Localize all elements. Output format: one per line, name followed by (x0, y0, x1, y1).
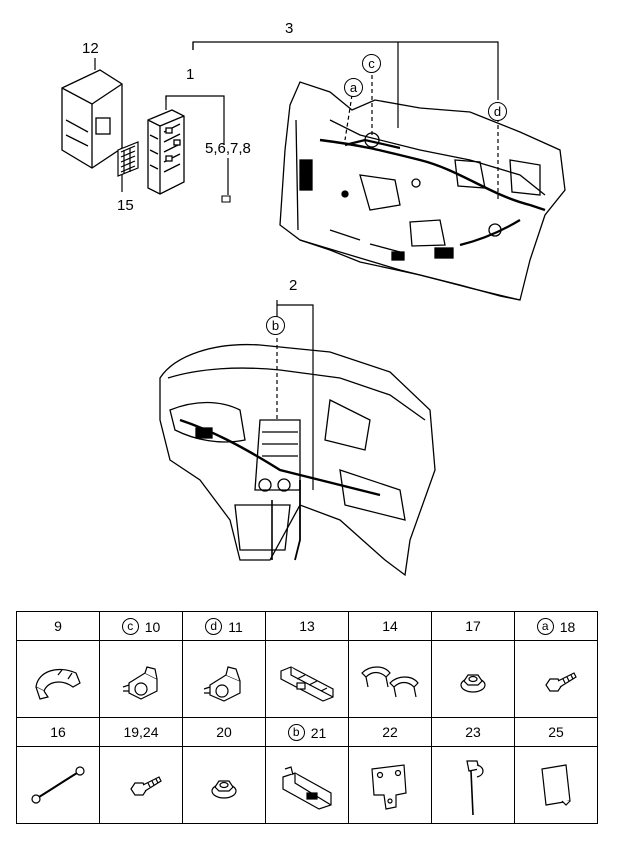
callout-5-6-7-8: 5,6,7,8 (205, 140, 251, 157)
part-number: 23 (465, 724, 481, 740)
flange-nut-icon (211, 780, 237, 799)
part-number: 10 (144, 618, 161, 635)
part-20-cell (182, 746, 266, 824)
ground-strap-icon (31, 766, 85, 804)
bolt-icon (130, 776, 162, 796)
part-21-cell (265, 746, 349, 824)
flange-nut-icon (460, 674, 486, 693)
pad-plate-icon (541, 764, 571, 806)
part-number: 11 (228, 618, 243, 635)
part-21-header: b 21 (265, 717, 349, 747)
bolt-icon (545, 672, 577, 692)
part-19-24-cell (99, 746, 183, 824)
parts-image-row-2 (16, 746, 598, 824)
part-18-header: a 18 (514, 611, 598, 641)
part-number: 17 (465, 618, 481, 634)
fuse-panel-15 (117, 141, 139, 177)
part-number: 13 (299, 618, 315, 634)
part-14-cell (348, 640, 432, 718)
callout-1: 1 (186, 66, 195, 83)
leader-2 (276, 300, 314, 490)
part-19-24-header: 19,24 (99, 717, 183, 747)
parts-table: 9 c 10 d 11 13 14 17 a 18 (16, 611, 598, 824)
part-17-header: 17 (431, 611, 515, 641)
protector-bracket-icon (280, 666, 334, 702)
part-16-cell (16, 746, 100, 824)
part-11-cell (182, 640, 266, 718)
circle-a: a (536, 618, 554, 635)
dash-panel-upper (279, 81, 566, 301)
grommet-connector-icon (203, 666, 241, 702)
circle-d: d (488, 102, 507, 121)
part-number: 19,24 (123, 724, 159, 740)
part-9-header: 9 (16, 611, 100, 641)
part-18-cell (514, 640, 598, 718)
part-13-header: 13 (265, 611, 349, 641)
part-number: 25 (548, 724, 564, 740)
parts-header-row-1: 9 c 10 d 11 13 14 17 a 18 (16, 611, 598, 641)
part-10-cell (99, 640, 183, 718)
part-17-cell (431, 640, 515, 718)
part-22-header: 22 (348, 717, 432, 747)
part-25-header: 25 (514, 717, 598, 747)
part-number: 20 (216, 724, 232, 740)
parts-image-row-1 (16, 640, 598, 718)
part-20-header: 20 (182, 717, 266, 747)
part-23-header: 23 (431, 717, 515, 747)
circle-a: a (344, 78, 363, 97)
instrument-panel-lower (159, 343, 436, 577)
part-23-cell (431, 746, 515, 824)
callout-3: 3 (285, 20, 294, 37)
part-number: 14 (382, 618, 398, 634)
part-14-header: 14 (348, 611, 432, 641)
cable-tie-icon (466, 760, 484, 816)
callout-15: 15 (117, 197, 134, 214)
part-25-cell (514, 746, 598, 824)
circle-b: b (266, 316, 285, 335)
part-number: 22 (382, 724, 398, 740)
callout-2: 2 (289, 277, 298, 294)
grommet-connector-icon (122, 666, 158, 700)
wiring-diagram: 3 1 12 15 5,6,7,8 2 c a d b (61, 20, 566, 577)
junction-box-1 (147, 109, 185, 195)
circle-c: c (362, 54, 381, 73)
part-13-cell (265, 640, 349, 718)
part-number: 18 (559, 618, 576, 635)
mounting-bracket-icon (371, 764, 407, 810)
relay-box-cover-12 (61, 69, 123, 169)
parts-header-row-2: 16 19,24 20 b 21 22 23 25 (16, 717, 598, 747)
part-16-header: 16 (16, 717, 100, 747)
clip-clamp-icon (35, 668, 81, 700)
part-number: 9 (54, 618, 62, 634)
part-10-header: c 10 (99, 611, 183, 641)
diagram-lines (61, 41, 566, 577)
callout-12: 12 (82, 40, 99, 57)
harness-band-icon (361, 666, 419, 698)
circle-b: b (287, 724, 305, 741)
part-number: 16 (50, 724, 66, 740)
part-22-cell (348, 746, 432, 824)
circle-c: c (121, 618, 139, 635)
part-9-cell (16, 640, 100, 718)
connector-block-icon (282, 766, 332, 810)
part-number: 21 (310, 724, 327, 741)
part-11-header: d 11 (182, 611, 266, 641)
fuse-5-8 (221, 195, 231, 203)
circle-d: d (205, 618, 223, 635)
